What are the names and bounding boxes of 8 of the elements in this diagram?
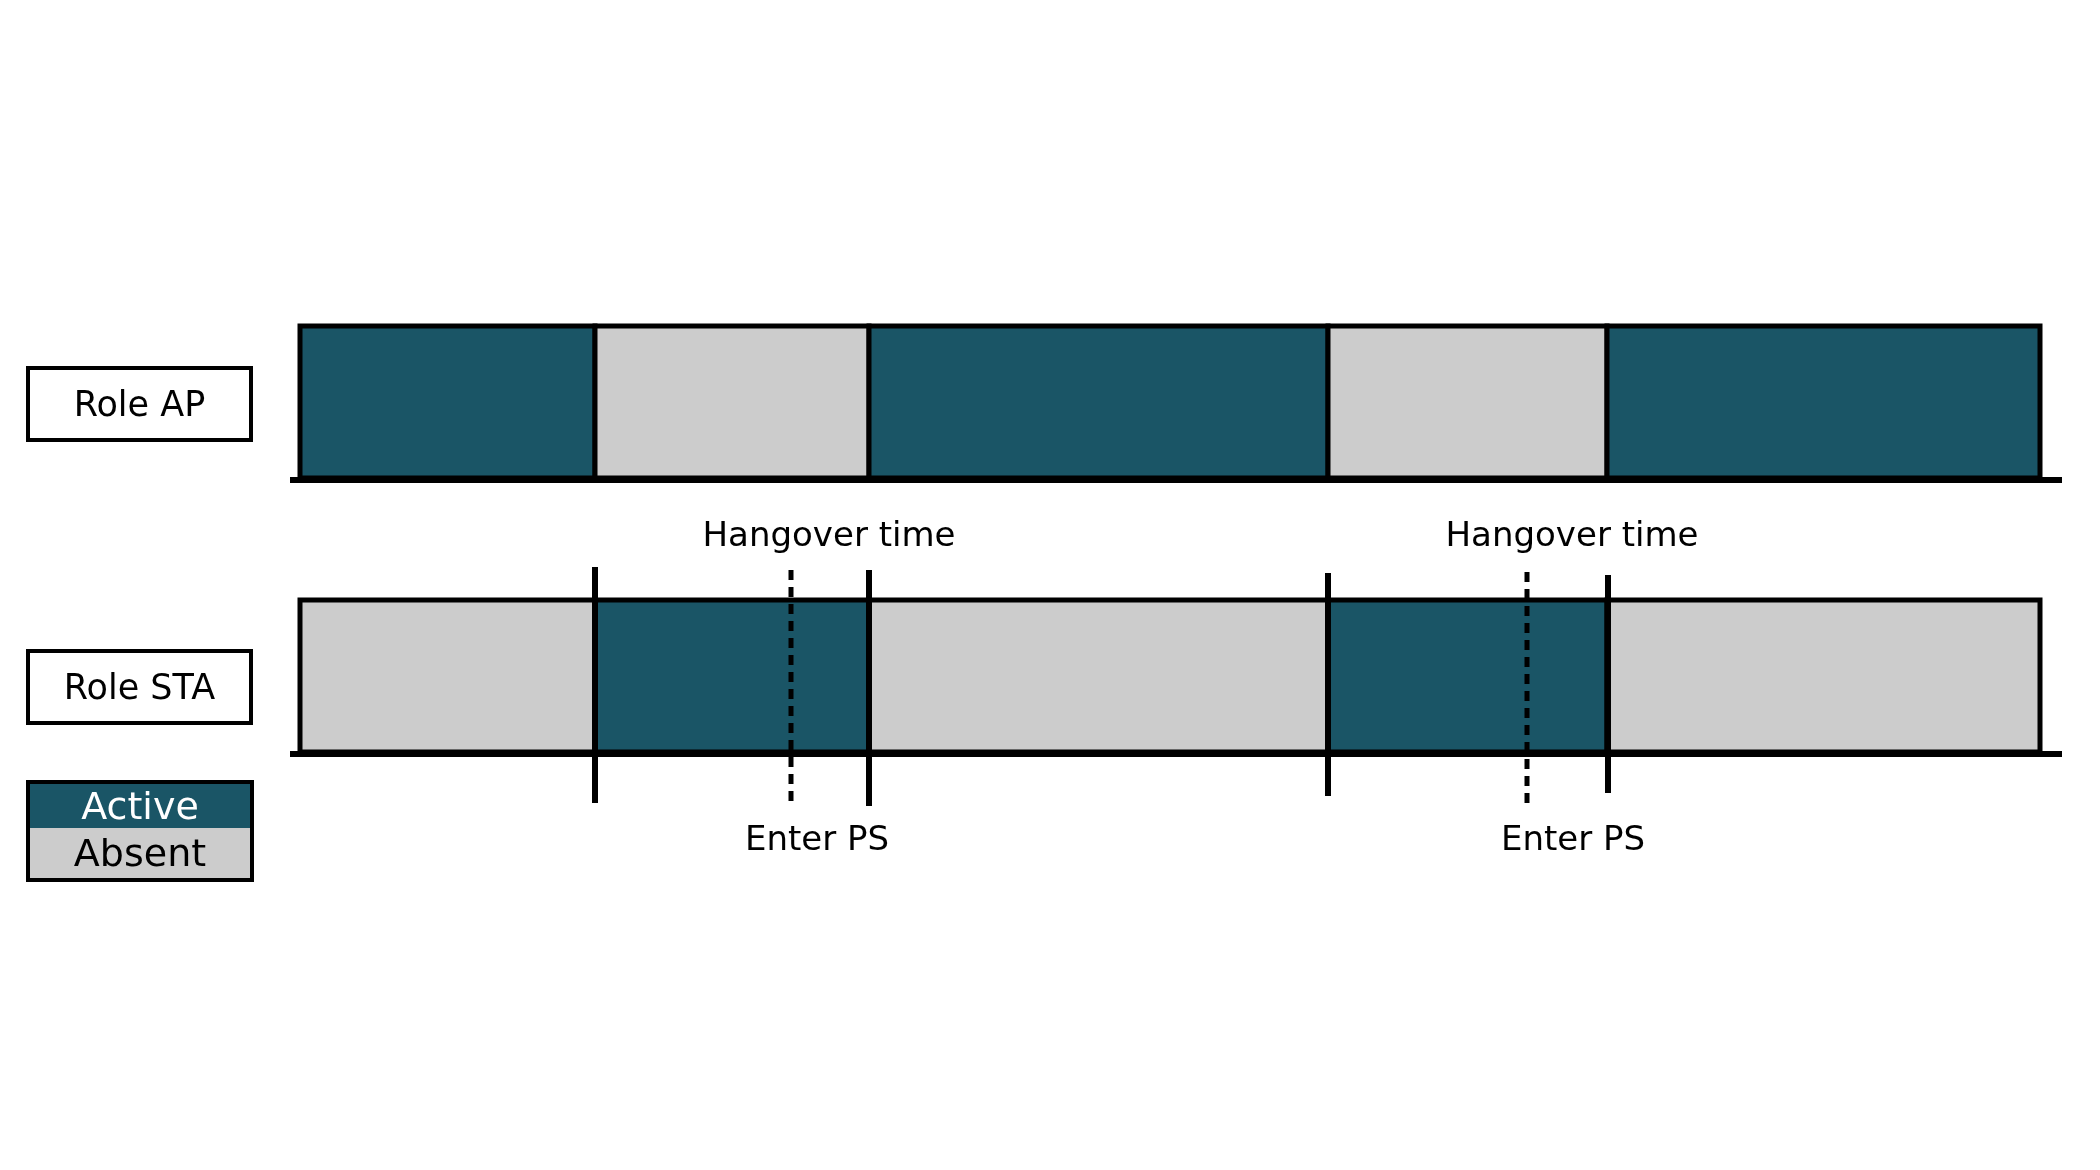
legend-text: Absent [73, 834, 207, 872]
annotation-text: Hangover time [702, 514, 956, 554]
role-label-box: Role AP [26, 366, 253, 442]
annotation-text: Enter PS [1500, 818, 1646, 858]
legend-text: Active [81, 787, 199, 825]
annotation-text: Enter PS [744, 818, 890, 858]
role-label-box: Role STA [26, 649, 253, 725]
annotation-text: Hangover time [1445, 514, 1699, 554]
